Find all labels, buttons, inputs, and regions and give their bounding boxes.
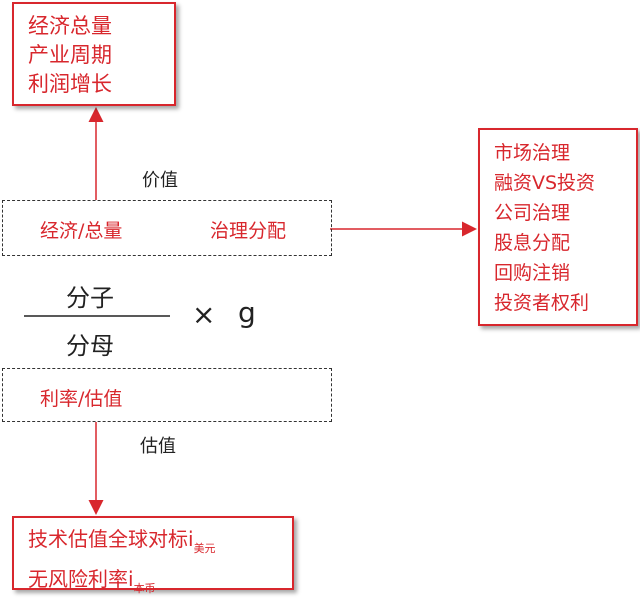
multiply-sign: × (192, 298, 216, 331)
rates-line-1-sub: 美元 (193, 542, 216, 555)
rates-line-2-text: 无风险利率i (28, 567, 134, 591)
value-label: 价值 (142, 170, 178, 191)
rates-line-1: 技术估值全球对标i美元 (28, 524, 292, 564)
denominator-text: 利率/估值 (40, 388, 123, 410)
numerator-box (2, 200, 332, 256)
rates-line-2-sub: 本币 (133, 582, 156, 595)
rates-line-2: 无风险利率i本币 (28, 564, 292, 604)
governance-line-4: 股息分配 (494, 232, 571, 254)
growth-g: g (238, 296, 256, 329)
rates-box: 技术估值全球对标i美元 无风险利率i本币 (12, 516, 294, 595)
numerator-right-text: 治理分配 (210, 220, 287, 242)
rates-line-1-text: 技术估值全球对标i (28, 527, 194, 551)
denominator-box (2, 368, 332, 422)
governance-line-3: 公司治理 (494, 202, 571, 224)
governance-line-1: 市场治理 (494, 142, 571, 164)
governance-line-2: 融资VS投资 (494, 172, 596, 194)
valuation-label: 估值 (140, 436, 176, 457)
drivers-line-3: 利润增长 (28, 72, 112, 96)
governance-line-5: 回购注销 (494, 262, 571, 284)
drivers-line-1: 经济总量 (28, 14, 112, 38)
governance-line-6: 投资者权利 (494, 292, 590, 314)
drivers-box: 经济总量 产业周期 利润增长 (12, 2, 176, 106)
drivers-line-2: 产业周期 (28, 43, 112, 67)
fraction-denominator: 分母 (66, 332, 114, 360)
governance-box: 市场治理 融资VS投资 公司治理 股息分配 回购注销 投资者权利 (478, 128, 638, 326)
fraction-numerator: 分子 (66, 284, 114, 312)
numerator-left-text: 经济/总量 (40, 220, 123, 242)
